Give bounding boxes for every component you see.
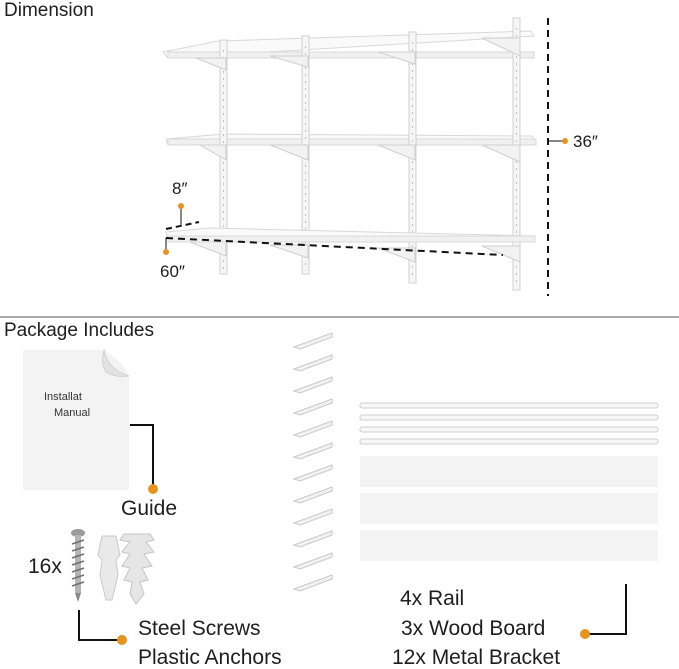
shelf-board-middle (165, 133, 537, 146)
hardware-marker-dot (117, 635, 127, 645)
width-marker-dot (163, 249, 169, 255)
anchors-label: Plastic Anchors (138, 646, 282, 669)
depth-dimension-line (165, 221, 200, 230)
wood-boards-group (360, 456, 658, 561)
guide-leader-line (130, 424, 154, 487)
guide-marker-dot (148, 484, 158, 494)
guide-label: Guide (121, 497, 178, 520)
shelf-board-bottom (165, 227, 536, 243)
manual-text-line2: Manual (54, 407, 91, 419)
shelf-parts-leader-line (587, 584, 627, 635)
width-label: 60″ (160, 262, 185, 281)
screws-quantity: 16x (28, 555, 62, 578)
manual-text-line1: Installat (44, 391, 82, 403)
package-title: Package Includes (4, 320, 154, 341)
height-label: 36″ (573, 132, 598, 151)
bracket-label: 12x Metal Bracket (392, 646, 561, 669)
shelf-parts-marker-dot (580, 629, 590, 639)
depth-marker-dot (178, 203, 184, 209)
installation-manual (23, 348, 130, 490)
width-dimension-line (165, 237, 504, 256)
rail-label: 4x Rail (400, 587, 465, 610)
rails-group (359, 402, 659, 445)
steel-screw-icon (71, 529, 85, 602)
dimension-title: Dimension (4, 0, 94, 21)
depth-label: 8″ (172, 179, 188, 198)
screws-label: Steel Screws (138, 617, 261, 640)
height-marker-dot (562, 138, 568, 144)
shelf-board-top (162, 30, 535, 59)
hardware-leader-line (78, 610, 120, 641)
shelf-brackets (189, 37, 521, 263)
plastic-anchor-icon (97, 535, 121, 601)
wall-anchor-icon (119, 533, 155, 605)
board-label: 3x Wood Board (401, 617, 546, 640)
metal-brackets-group (292, 332, 333, 592)
